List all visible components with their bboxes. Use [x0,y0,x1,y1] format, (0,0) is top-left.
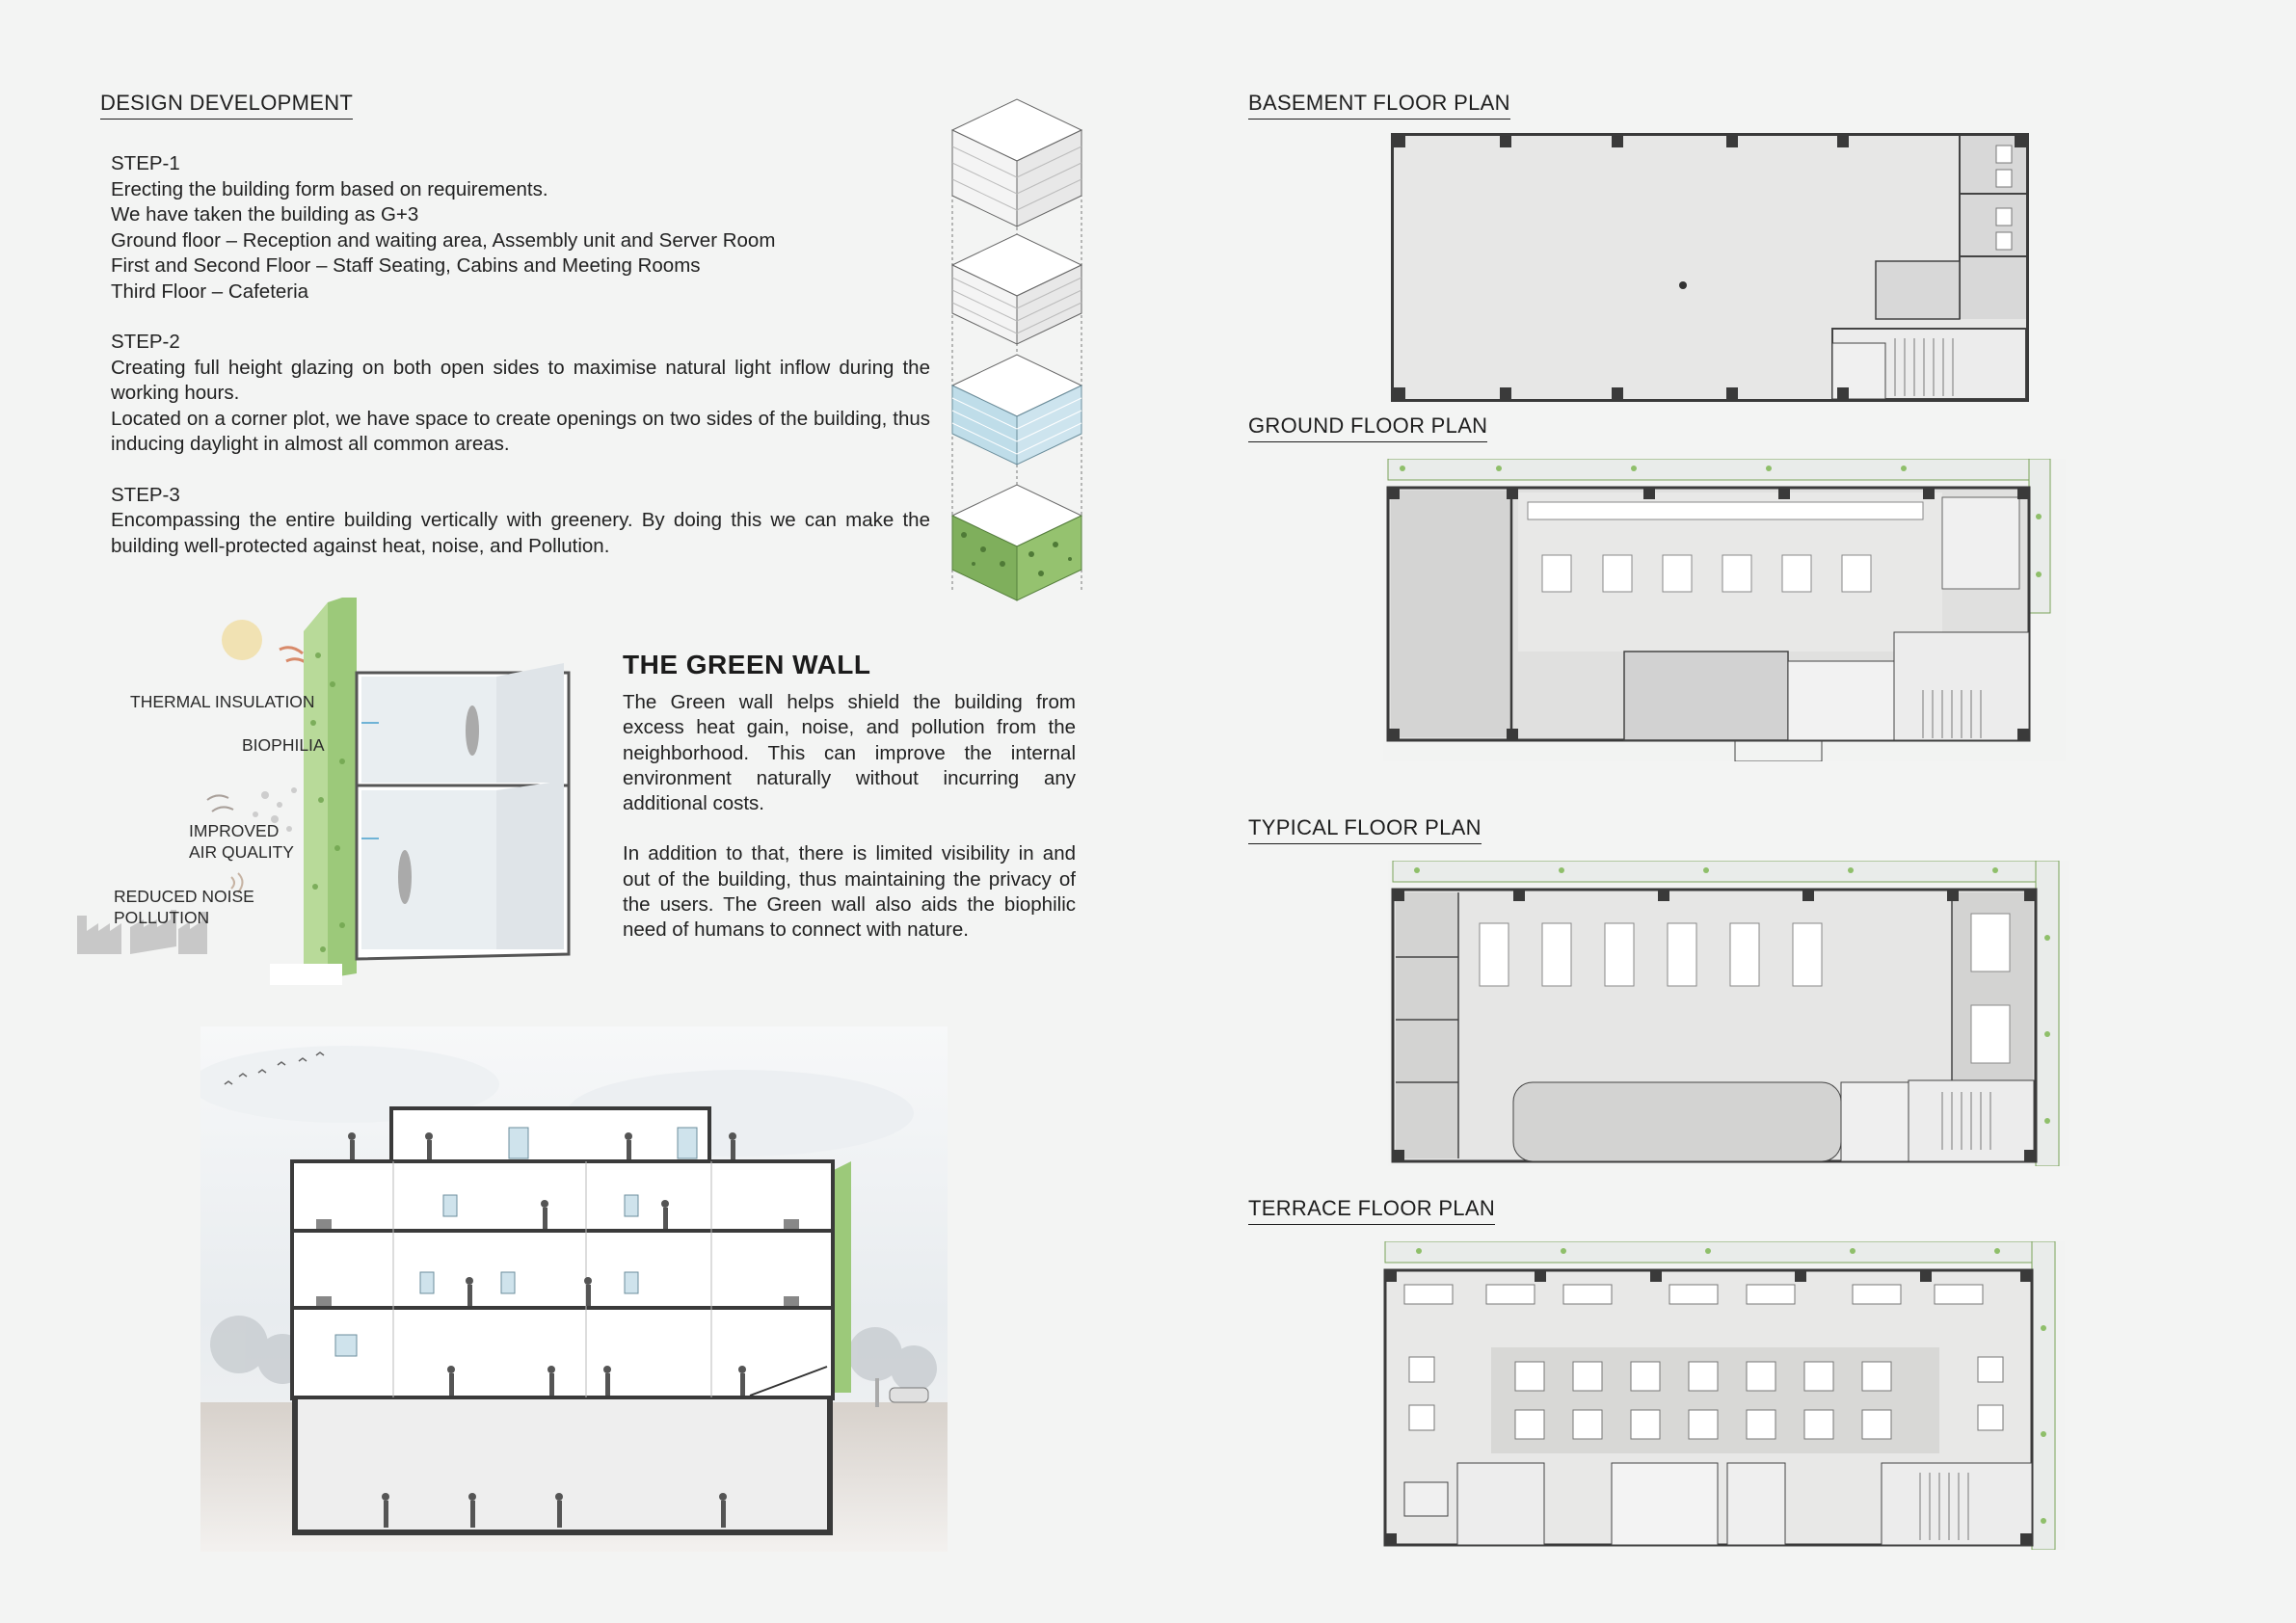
label-biophilia: BIOPHILIA [242,735,325,755]
green-wall-paragraph-1: The Green wall helps shield the building… [623,691,1076,815]
exploded-massing-diagram [945,92,1089,612]
green-wall-diagram [72,598,574,1022]
green-wall-title: THE GREEN WALL [623,650,871,679]
design-steps: STEP-1 Erecting the building form based … [111,151,930,559]
typical-floor-plan [1388,861,2069,1166]
step-1-title: STEP-1 [111,152,180,174]
massing-step-1 [950,98,1083,227]
terrace-plan-heading: TERRACE FLOOR PLAN [1248,1196,1496,1225]
ground-plan-heading: GROUND FLOOR PLAN [1248,413,1488,442]
ground-floor-plan [1383,459,2066,761]
label-reduced-noise: REDUCED NOISE [114,887,254,906]
step-2-line-2: Located on a corner plot, we have space … [111,407,930,456]
label-improved: IMPROVED [189,821,280,840]
basement-floor-plan [1391,133,2029,402]
step-1-line-3: Ground floor – Reception and waiting are… [111,228,776,252]
step-1-line-5: Third Floor – Cafeteria [111,279,309,303]
green-wall-body: The Green wall helps shield the building… [623,690,1076,944]
terrace-floor-plan [1380,1241,2065,1550]
massing-step-2 [950,233,1083,345]
green-wall-paragraph-2: In addition to that, there is limited vi… [623,842,1076,942]
label-thermal-insulation: THERMAL INSULATION [130,692,315,711]
building-section [200,1026,948,1552]
sun-icon [222,620,262,660]
factory-icon [77,910,207,954]
label-pollution: POLLUTION [114,908,210,927]
step-1-line-1: Erecting the building form based on requ… [111,177,548,200]
design-development-heading: DESIGN DEVELOPMENT [100,91,354,120]
step-3-line-1: Encompassing the entire building vertica… [111,509,930,557]
massing-step-glazing [950,354,1083,466]
basement-plan-heading: BASEMENT FLOOR PLAN [1248,91,1510,120]
step-1-line-4: First and Second Floor – Staff Seating, … [111,254,701,277]
massing-step-3 [950,484,1083,601]
step-3-title: STEP-3 [111,483,180,506]
step-1-line-2: We have taken the building as G+3 [111,203,419,226]
step-2-title: STEP-2 [111,331,180,353]
label-air-quality: AIR QUALITY [189,842,294,862]
step-2-line-1: Creating full height glazing on both ope… [111,356,930,405]
typical-plan-heading: TYPICAL FLOOR PLAN [1248,815,1482,844]
